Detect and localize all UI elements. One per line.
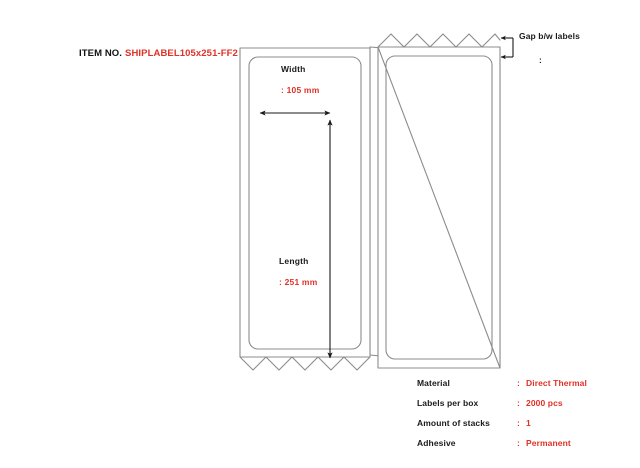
gap-dimension-bracket [500, 35, 514, 60]
width-caption: Width [281, 64, 306, 74]
perforation-zigzag-bottom [239, 356, 371, 371]
spec-key-adhesive: Adhesive [417, 438, 456, 448]
specification-table: Material : Direct Thermal Labels per box… [417, 378, 617, 458]
length-caption: Length [279, 256, 309, 266]
gap-dimension-block: Gap b/w labels : [519, 31, 580, 65]
item-number-value: SHIPLABEL105x251-FF2 [125, 48, 238, 59]
stack-fold-diagonal [377, 46, 501, 369]
spec-value-material: Direct Thermal [526, 378, 587, 388]
length-value: : 251 mm [279, 277, 318, 287]
gap-caption: Gap b/w labels [519, 31, 580, 41]
table-row: Material : Direct Thermal [417, 378, 617, 398]
length-dimension-block: Length : 251 mm [279, 256, 317, 287]
spec-colon: : [517, 438, 520, 448]
gap-value: : [539, 55, 542, 65]
width-value: : 105 mm [281, 85, 320, 95]
spec-key-labels-per-box: Labels per box [417, 398, 479, 408]
item-number-label: ITEM NO. [79, 48, 123, 59]
spec-colon: : [517, 418, 520, 428]
item-number: ITEM NO.SHIPLABEL105x251-FF2 [79, 48, 238, 59]
spec-value-labels-per-box: 2000 pcs [526, 398, 563, 408]
spec-colon: : [517, 378, 520, 388]
table-row: Adhesive : Permanent [417, 438, 617, 458]
label-face-outline [248, 56, 362, 350]
spec-colon: : [517, 398, 520, 408]
table-row: Amount of stacks : 1 [417, 418, 617, 438]
perforation-zigzag-top [377, 33, 501, 48]
table-row: Labels per box : 2000 pcs [417, 398, 617, 418]
spec-value-adhesive: Permanent [526, 438, 571, 448]
width-dimension-block: Width : 105 mm [281, 64, 319, 95]
spec-value-amount-of-stacks: 1 [526, 418, 531, 428]
spec-key-material: Material [417, 378, 450, 388]
spec-key-amount-of-stacks: Amount of stacks [417, 418, 490, 428]
